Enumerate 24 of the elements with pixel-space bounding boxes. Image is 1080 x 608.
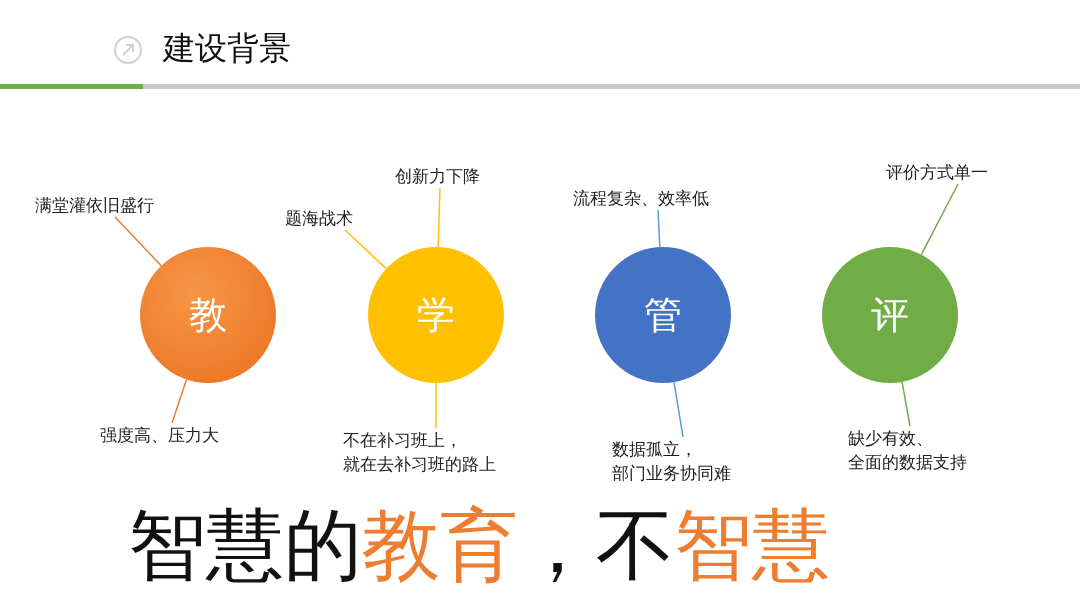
slogan-text: 智慧的教育，不智慧 bbox=[128, 499, 830, 592]
circle-label: 教 bbox=[189, 293, 227, 337]
slide-title: 建设背景 bbox=[163, 28, 291, 69]
leader-line bbox=[114, 216, 162, 267]
callout-text: 数据孤立，部门业务协同难 bbox=[612, 437, 787, 485]
callout-text: 强度高、压力大 bbox=[100, 423, 219, 447]
leader-line bbox=[673, 381, 684, 438]
leader-line bbox=[657, 209, 661, 248]
callout-text: 创新力下降 bbox=[395, 164, 480, 188]
leader-line bbox=[171, 378, 188, 424]
circle-label: 评 bbox=[871, 293, 909, 337]
circle-label: 管 bbox=[644, 293, 682, 337]
callout-text: 题海战术 bbox=[285, 206, 353, 230]
leader-line bbox=[344, 229, 388, 270]
leader-line bbox=[920, 183, 959, 256]
circle-label: 学 bbox=[417, 293, 455, 337]
callout-text: 流程复杂、效率低 bbox=[573, 186, 709, 210]
callout-text: 满堂灌依旧盛行 bbox=[35, 193, 154, 217]
leader-line bbox=[437, 187, 441, 248]
callout-text: 评价方式单一 bbox=[886, 160, 988, 184]
leader-line bbox=[901, 381, 911, 427]
leader-line bbox=[435, 382, 437, 429]
callout-text: 不在补习班上，就在去补习班的路上 bbox=[343, 428, 518, 476]
callout-text: 缺少有效、全面的数据支持 bbox=[848, 426, 1023, 474]
